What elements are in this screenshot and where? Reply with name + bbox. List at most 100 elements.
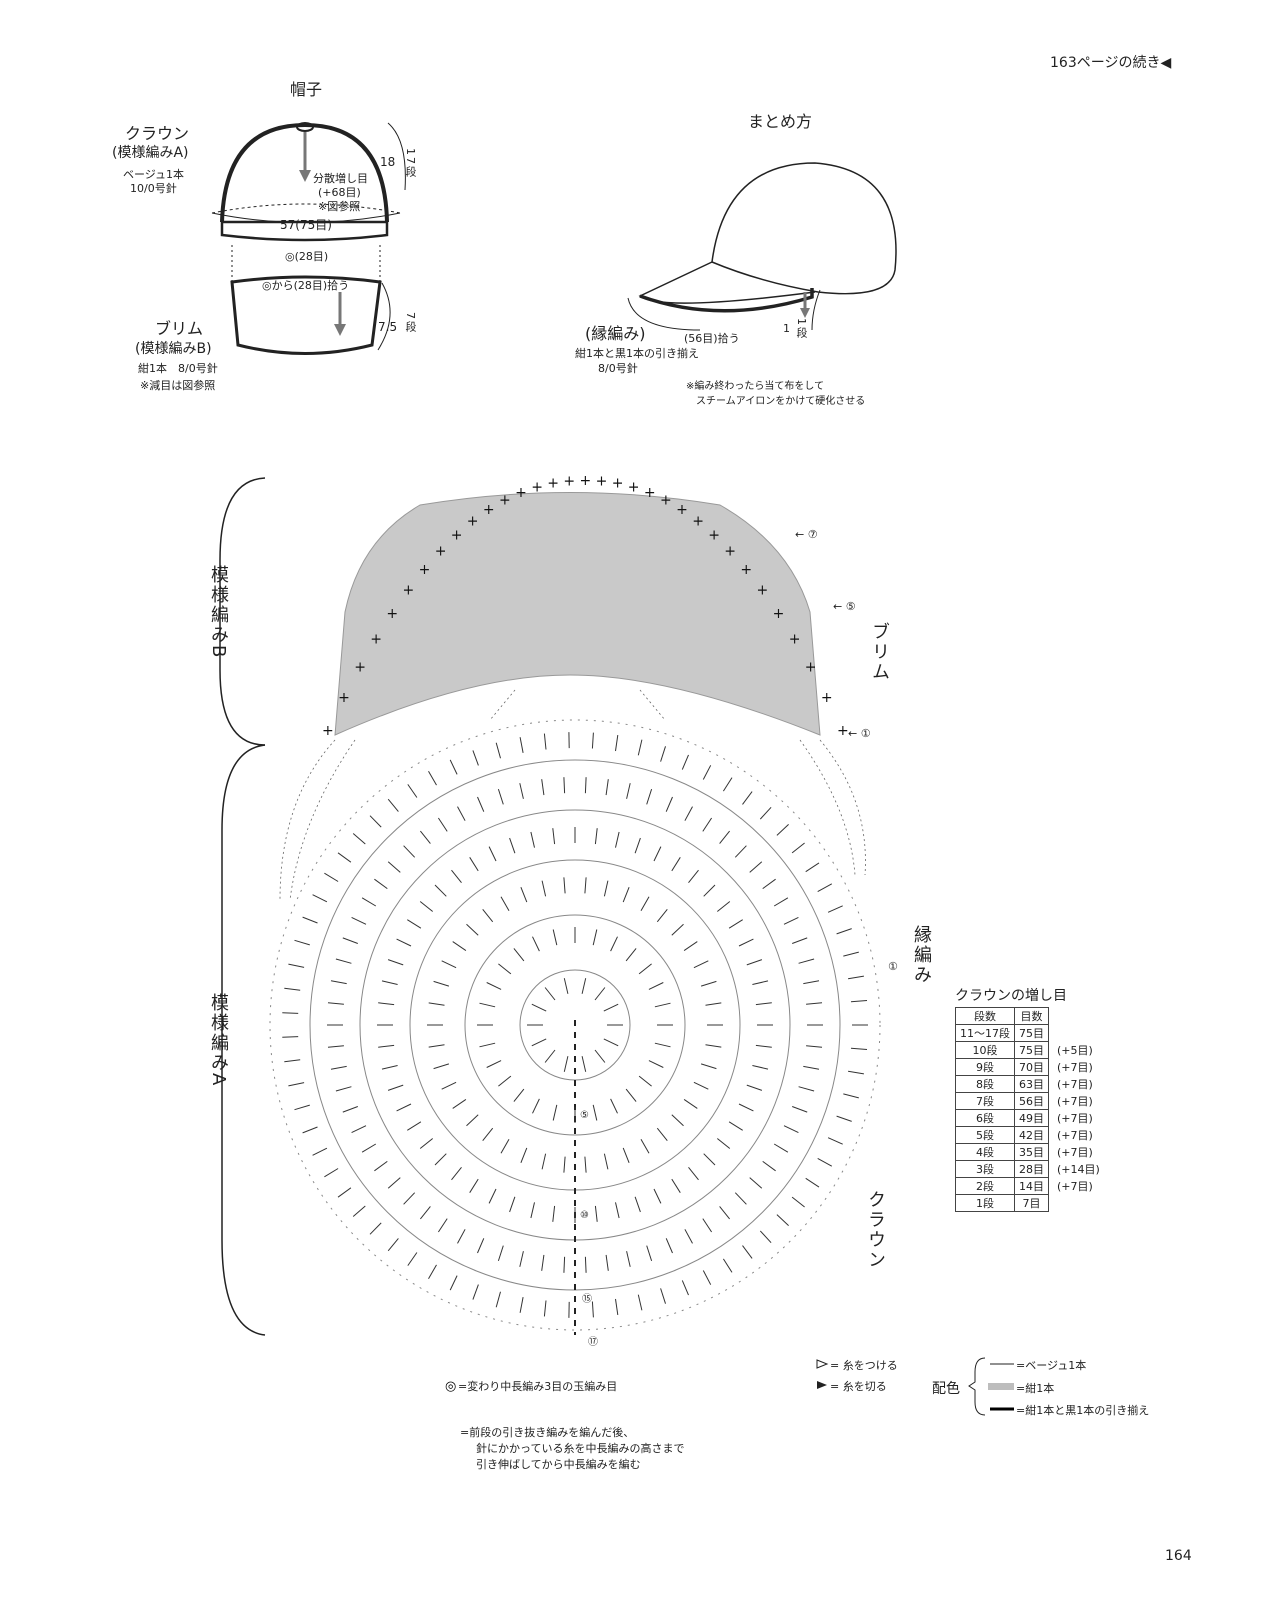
stitch-mark	[532, 936, 540, 952]
stitch-mark	[294, 1104, 310, 1111]
stitch-mark	[827, 905, 843, 913]
stitch-mark	[605, 1254, 609, 1271]
stitch-mark	[513, 948, 525, 962]
stitch-mark	[335, 1086, 352, 1092]
stitch-mark	[665, 796, 673, 812]
color-navy-black: =紺1本と黒1本の引き揃え	[1016, 1404, 1150, 1417]
stitch-mark	[752, 1065, 769, 1070]
stitch-mark	[755, 1002, 772, 1006]
stitch-mark	[671, 923, 684, 936]
stitch-mark	[773, 897, 789, 907]
stitch-mark	[584, 1156, 587, 1173]
stitch-mark	[637, 739, 643, 756]
stitch-mark	[594, 987, 606, 1001]
stitch-mark	[294, 939, 310, 946]
stitch-mark: +	[531, 479, 543, 495]
stitch-mark	[762, 878, 776, 890]
legend-special-1: =前段の引き抜き編みを編んだ後、	[460, 1426, 635, 1439]
stitch-mark	[683, 1098, 698, 1109]
stitch-mark	[543, 1300, 547, 1317]
stitch-mark	[688, 869, 699, 884]
stitch-mark	[531, 1038, 547, 1047]
increase-table-title: クラウンの増し目	[955, 988, 1067, 1004]
crown-circumference: 57(75目)	[280, 218, 332, 232]
stitch-mark	[437, 817, 448, 832]
stitch-mark	[472, 750, 479, 766]
stitch-mark: +	[596, 474, 608, 490]
stitch-mark	[324, 1168, 339, 1178]
stitch-mark	[387, 798, 399, 812]
stitch-mark	[532, 1098, 540, 1114]
stitch-mark	[457, 806, 466, 821]
stitch-mark	[466, 923, 479, 936]
stitch-mark	[351, 1125, 367, 1134]
stitch-mark	[702, 817, 713, 832]
stitch-mark	[722, 1258, 733, 1273]
stitch-mark	[284, 987, 301, 991]
stitch-mark	[352, 833, 366, 845]
crown-needle: 10/0号針	[130, 182, 177, 195]
stitch-mark	[519, 783, 524, 799]
stitch-count: 56目	[1014, 1092, 1049, 1110]
stitch-count: 14目	[1014, 1177, 1049, 1195]
stitch-mark	[705, 1044, 722, 1048]
stitch-mark	[407, 1121, 422, 1131]
stitch-mark	[381, 1065, 398, 1070]
stitch-mark	[703, 884, 716, 897]
edge-yarn: 紺1本と黒1本の引き揃え	[575, 347, 699, 360]
increase-amount	[1049, 1195, 1105, 1212]
stitch-mark	[407, 1252, 418, 1266]
row-label: 9段	[955, 1058, 1015, 1076]
increase-amount: (+14目)	[1057, 1163, 1100, 1176]
stitch-mark	[284, 1059, 301, 1063]
stitch-mark	[817, 883, 833, 893]
stitch-mark	[378, 1002, 395, 1006]
stitch-mark	[519, 1297, 524, 1313]
stitch-mark	[594, 828, 598, 845]
edge-width: 1	[783, 322, 790, 335]
stitch-mark	[420, 830, 431, 844]
stitch-mark	[396, 938, 412, 947]
stitch-count: 42目	[1014, 1126, 1049, 1144]
stitch-mark	[722, 777, 733, 792]
stitch-mark	[850, 1000, 868, 1003]
stitch-mark	[734, 845, 747, 858]
stitch-mark	[312, 1147, 328, 1156]
stitch-mark	[634, 1196, 641, 1213]
stitch-mark: +	[563, 474, 575, 490]
stitch-mark: +	[322, 723, 334, 739]
row-label: 2段	[955, 1177, 1015, 1195]
stitch-mark	[488, 846, 497, 862]
stitch-mark	[703, 1153, 716, 1166]
stitch-mark	[437, 1218, 448, 1233]
hat-brim-illustration	[230, 245, 391, 355]
stitch-mark	[387, 1238, 399, 1252]
stitch-mark	[591, 1301, 594, 1318]
stitch-mark	[638, 963, 652, 975]
stitch-mark	[615, 1298, 619, 1315]
increase-amount: (+7目)	[1057, 1061, 1093, 1074]
stitch-mark	[330, 1065, 347, 1070]
stitch-count: 49目	[1014, 1109, 1049, 1127]
brim-label: ブリム	[155, 319, 204, 338]
brim-rows: 7段	[404, 312, 417, 334]
edge-pick: (56目)拾う	[684, 332, 740, 345]
stitch-mark: +	[354, 659, 366, 675]
stitch-mark	[530, 831, 535, 848]
pattern-a-label: 模様編みA	[208, 993, 229, 1088]
stitch-mark	[500, 1139, 510, 1154]
stitch-mark: +	[370, 631, 382, 647]
legend-bobble: =変わり中長編み3目の玉編み目	[458, 1380, 618, 1393]
stitch-mark	[738, 1103, 754, 1112]
stitch-mark	[433, 1063, 450, 1070]
stitch-mark	[798, 958, 815, 964]
stitch-mark	[531, 1003, 547, 1012]
stitch-mark	[544, 987, 556, 1001]
stitch-mark: +	[805, 659, 817, 675]
stitch-mark	[509, 837, 516, 854]
stitch-mark	[817, 1157, 833, 1167]
